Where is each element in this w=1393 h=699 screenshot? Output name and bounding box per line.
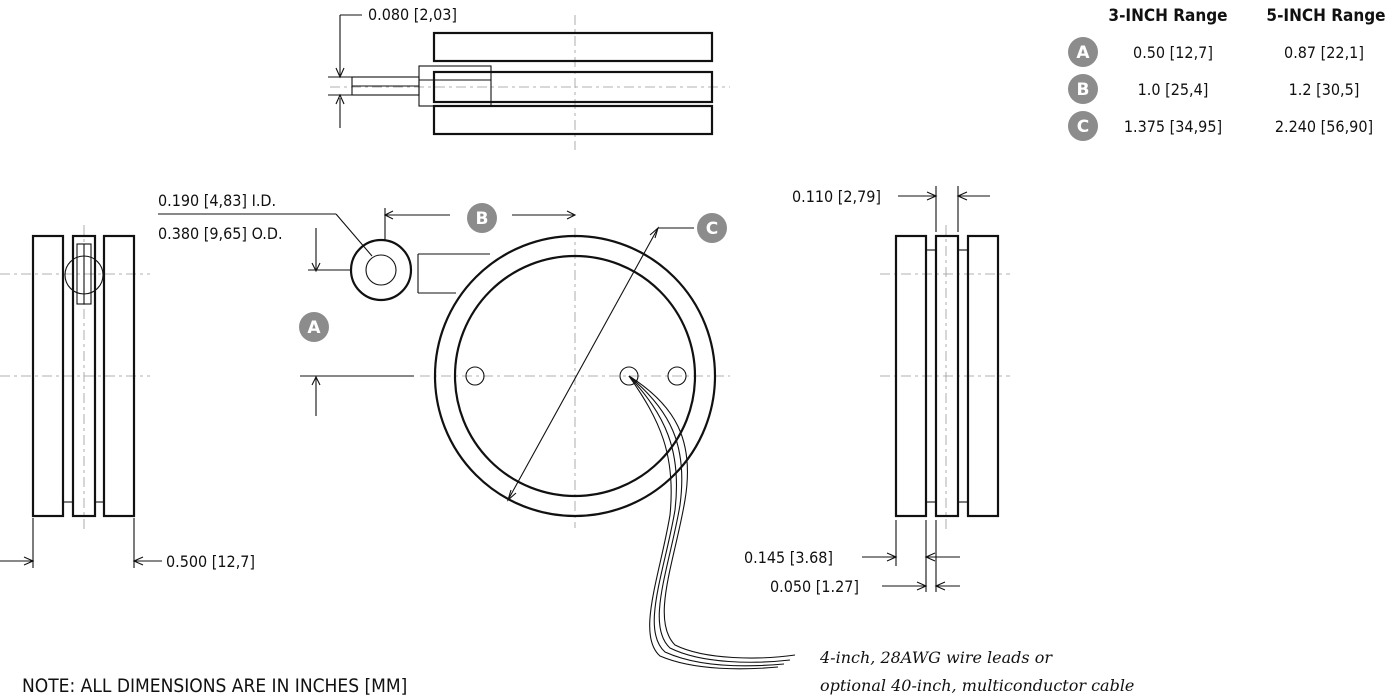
badge-a-letter: A <box>1076 43 1090 63</box>
badge-b-icon <box>1068 74 1098 104</box>
badge-a-icon <box>1068 37 1098 67</box>
table-header-5inch: 5-INCH Range <box>1266 6 1385 26</box>
outer-plate-dim: 0.145 [3.68] <box>744 548 833 567</box>
table-c-3inch: 1.375 [34,95] <box>1124 117 1222 136</box>
inner-plate-dim: 0.050 [1.27] <box>770 577 859 596</box>
table-a-5inch: 0.87 [22,1] <box>1284 43 1364 62</box>
od-dim: 0.380 [9,65] O.D. <box>158 224 283 243</box>
badge-a-front-letter: A <box>307 318 321 338</box>
id-dim: 0.190 [4,83] I.D. <box>158 191 276 210</box>
table-c-5inch: 2.240 [56,90] <box>1275 117 1373 136</box>
table-header-3inch: 3-INCH Range <box>1108 6 1227 26</box>
wire-note-line1: 4-inch, 28AWG wire leads or <box>819 648 1053 667</box>
width-right-dim: 0.110 [2,79] <box>792 187 881 206</box>
badge-a-front-icon <box>299 312 329 342</box>
table-b-5inch: 1.2 [30,5] <box>1289 80 1360 99</box>
badge-c-front-icon <box>697 213 727 243</box>
badge-c-front-letter: C <box>706 219 718 239</box>
badge-c-letter: C <box>1077 117 1089 137</box>
badge-b-letter: B <box>1077 80 1090 100</box>
right-side-view: 0.110 [2,79] 0.145 [3.68] 0.050 [1.27] <box>744 186 1010 596</box>
badge-b-front-icon <box>467 203 497 233</box>
left-side-view: 0.500 [12,7] <box>0 225 255 571</box>
table-a-3inch: 0.50 [12,7] <box>1133 43 1213 62</box>
dimension-table: 3-INCH Range 5-INCH Range A 0.50 [12,7] … <box>1068 6 1386 141</box>
front-view: 0.190 [4,83] I.D. 0.380 [9,65] O.D. A B … <box>158 191 796 670</box>
badge-b-front-letter: B <box>476 209 489 229</box>
top-view: 0.080 [2,03] <box>328 5 730 150</box>
table-b-3inch: 1.0 [25,4] <box>1138 80 1209 99</box>
depth-dim: 0.500 [12,7] <box>166 552 255 571</box>
wire-leads <box>628 375 796 670</box>
dimension-units-note: NOTE: ALL DIMENSIONS ARE IN INCHES [MM] <box>22 675 407 697</box>
wire-note-line2: optional 40-inch, multiconductor cable <box>820 676 1134 695</box>
badge-c-icon <box>1068 111 1098 141</box>
lead-thickness-dim: 0.080 [2,03] <box>368 5 457 24</box>
